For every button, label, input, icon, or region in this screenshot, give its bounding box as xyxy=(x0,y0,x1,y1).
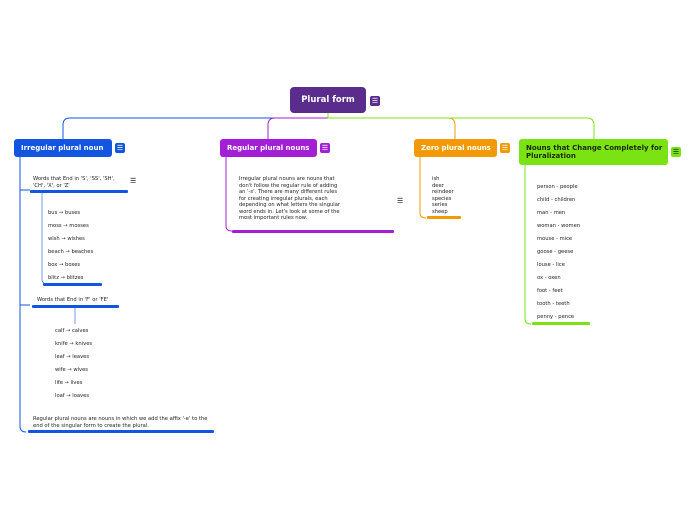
list-item[interactable]: wife → wives xyxy=(55,367,88,373)
list-item[interactable]: series xyxy=(432,202,448,208)
central-topic[interactable]: Plural form xyxy=(290,87,366,113)
menu-icon[interactable]: ☰ xyxy=(397,197,404,205)
list-item[interactable]: penny - pence xyxy=(537,314,575,320)
list-change-items: person - people child - children man - m… xyxy=(537,184,580,327)
list-underline xyxy=(43,283,102,286)
list-item[interactable]: moss → mosses xyxy=(48,223,89,229)
list-item[interactable]: life → lives xyxy=(55,380,83,386)
list-f-fe-items: calf → calves knife → knives leaf → leav… xyxy=(55,328,92,406)
list-item[interactable]: mouse - mice xyxy=(537,236,573,242)
subtopic-f-fe-label[interactable]: Words that End in 'F' or 'FE' xyxy=(37,297,109,303)
list-item[interactable]: goose - geese xyxy=(537,249,574,255)
list-item[interactable]: foot - feet xyxy=(537,288,563,294)
list-item[interactable]: person - people xyxy=(537,184,578,190)
topic-irregular-plural[interactable]: Irregular plural noun xyxy=(14,139,112,157)
list-underline xyxy=(532,322,590,325)
menu-icon[interactable]: ☰ xyxy=(115,143,125,153)
menu-icon[interactable]: ☰ xyxy=(500,143,510,153)
menu-icon[interactable]: ☰ xyxy=(320,143,330,153)
list-item[interactable]: loaf → loaves xyxy=(55,393,90,399)
list-item[interactable]: blitz → blitzes xyxy=(48,275,84,281)
menu-icon[interactable]: ☰ xyxy=(130,177,137,185)
subtopic-s-ss-sh-label[interactable]: Words that End in 'S', 'SS', 'SH', 'CH',… xyxy=(33,176,115,189)
list-item[interactable]: child - children xyxy=(537,197,576,203)
subtopic-underline xyxy=(32,305,119,308)
list-item[interactable]: knife → knives xyxy=(55,341,93,347)
list-item[interactable]: box → boxes xyxy=(48,262,81,268)
menu-icon[interactable]: ☰ xyxy=(671,147,681,157)
topic-irregular-title: Irregular plural noun xyxy=(21,144,104,152)
subtopic-underline xyxy=(30,190,128,193)
central-topic-title: Plural form xyxy=(301,95,355,105)
list-item[interactable]: beach → beaches xyxy=(48,249,94,255)
topic-change-title: Nouns that Change Completely for Plurali… xyxy=(526,144,663,160)
list-item[interactable]: leaf → leaves xyxy=(55,354,90,360)
list-item[interactable]: ox - oxen xyxy=(537,275,561,281)
list-item[interactable]: tooth - teeth xyxy=(537,301,570,307)
note-underline xyxy=(232,230,394,233)
menu-icon[interactable]: ☰ xyxy=(370,96,380,106)
irregular-note[interactable]: Regular plural nouns are nouns in which … xyxy=(33,416,208,429)
topic-change-completely[interactable]: Nouns that Change Completely for Plurali… xyxy=(519,139,668,165)
note-underline xyxy=(28,430,214,433)
topic-regular-title: Regular plural nouns xyxy=(227,144,310,152)
list-item[interactable]: ish xyxy=(432,176,440,182)
list-item[interactable]: woman - women xyxy=(537,223,581,229)
list-item[interactable]: deer xyxy=(432,182,444,189)
list-item[interactable]: wish → wishes xyxy=(48,236,85,242)
list-item[interactable]: louse - lice xyxy=(537,262,565,268)
list-item[interactable]: man - men xyxy=(537,210,566,216)
list-item[interactable]: sheep xyxy=(432,208,448,215)
zero-items: ish deer reindeer species series sheep xyxy=(432,176,472,215)
list-item[interactable]: species xyxy=(432,195,452,202)
topic-regular-plural[interactable]: Regular plural nouns xyxy=(220,139,317,157)
list-item[interactable]: calf → calves xyxy=(55,328,89,334)
list-item[interactable]: reindeer xyxy=(432,189,454,195)
topic-zero-title: Zero plural nouns xyxy=(421,144,491,152)
list-underline xyxy=(427,216,461,219)
regular-note[interactable]: Irregular plural nouns are nouns that do… xyxy=(239,176,341,221)
list-item[interactable]: bus → buses xyxy=(48,210,81,216)
list-s-ss-sh-items: bus → buses moss → mosses wish → wishes … xyxy=(48,210,93,288)
topic-zero-plural[interactable]: Zero plural nouns xyxy=(414,139,497,157)
